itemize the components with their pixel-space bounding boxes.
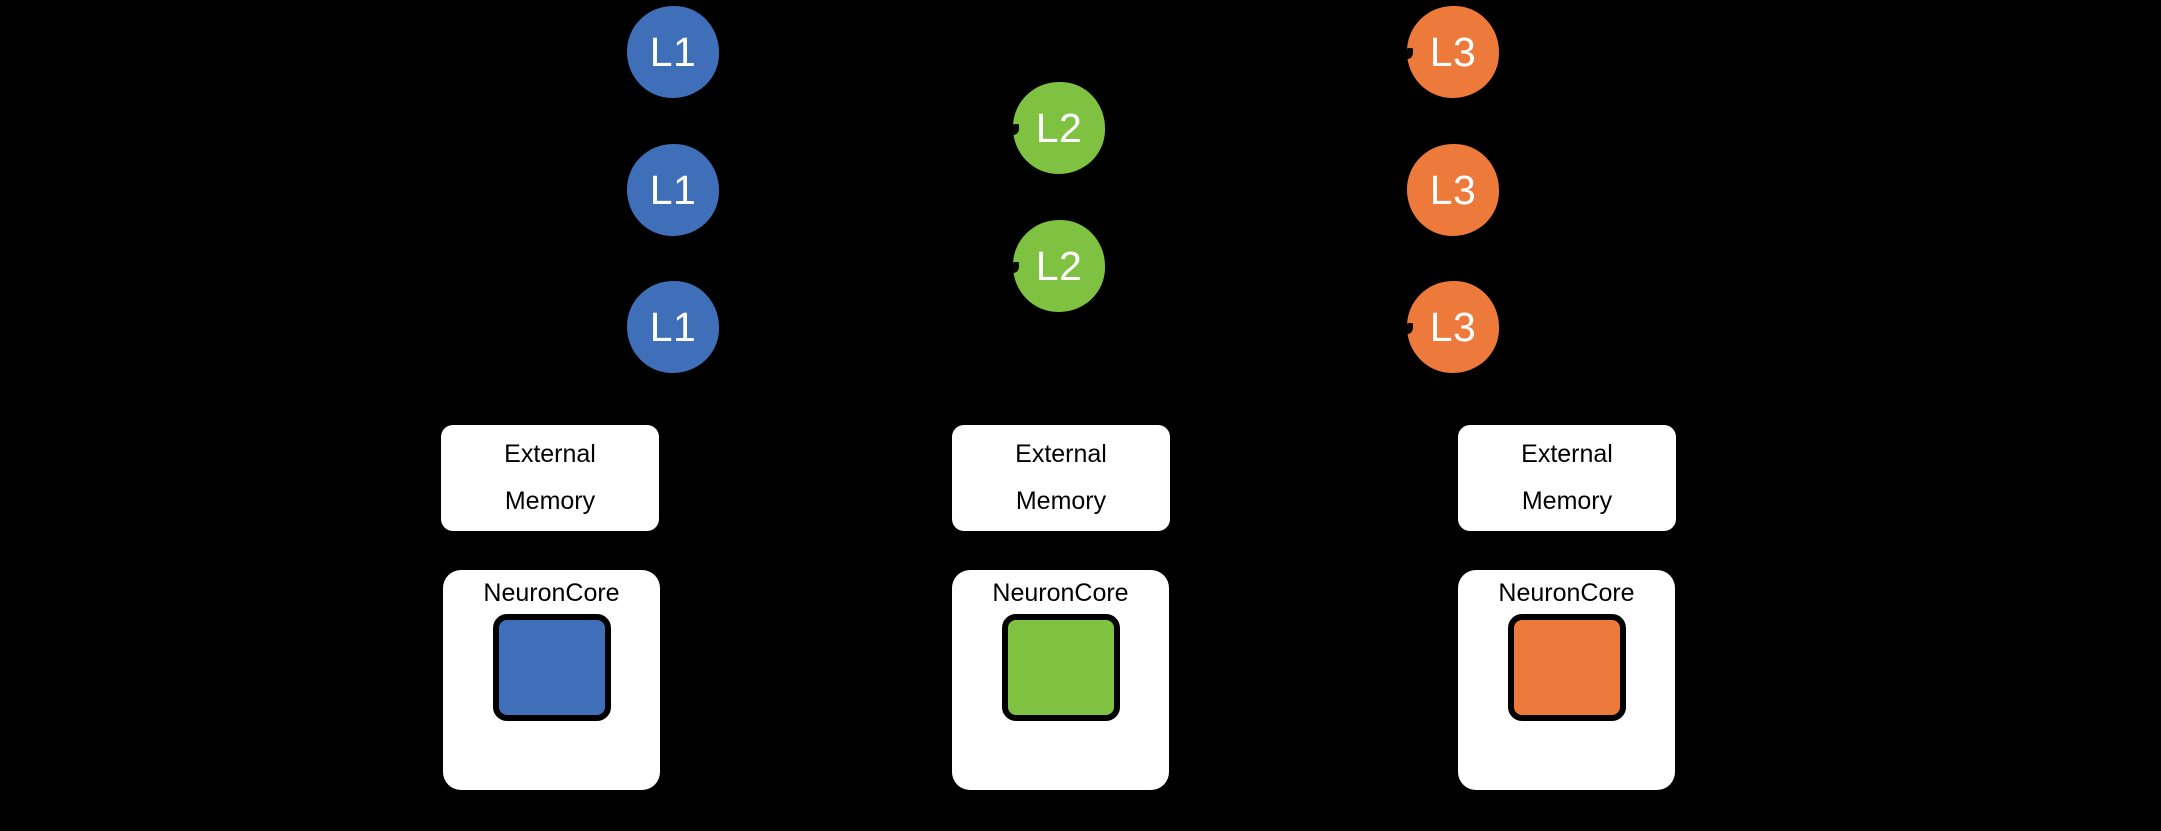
neuroncore-compute-engine [492, 614, 611, 721]
external-memory-label-line1: External [504, 440, 596, 468]
external-memory-label-line2: Memory [504, 487, 596, 515]
layer-node-label: L2 [1035, 242, 1083, 289]
neuroncore-compute-engine [1507, 614, 1626, 721]
external-memory-box-2: External Memory [952, 425, 1170, 531]
layer-node-label: L3 [1429, 166, 1477, 213]
pipeline-column-3: L3 L3 L3 External Memory NeuronCore [1190, 0, 1676, 831]
external-memory-label-line2: Memory [1521, 487, 1613, 515]
layer-node-label: L3 [1429, 303, 1477, 350]
neuroncore-label: NeuronCore [1498, 579, 1635, 607]
neuroncore-box-3: NeuronCore [1458, 570, 1675, 790]
layer-node-l1-b: L1 [627, 144, 719, 236]
layer-node-l2-b: L2 [1010, 220, 1105, 312]
external-memory-box-1: External Memory [441, 425, 659, 531]
external-memory-label-line1: External [1015, 440, 1107, 468]
layer-node-l1-a: L1 [627, 6, 719, 98]
neuroncore-box-2: NeuronCore [952, 570, 1169, 790]
layer-node-l3-b: L3 [1407, 144, 1499, 236]
layer-node-label: L1 [649, 28, 697, 75]
pipeline-column-2: L2 L2 External Memory NeuronCore [790, 0, 1170, 831]
layer-node-label: L1 [649, 166, 697, 213]
layer-node-l2-a: L2 [1010, 82, 1105, 174]
external-memory-label-line1: External [1521, 440, 1613, 468]
layer-node-l3-c: L3 [1404, 281, 1499, 373]
layer-node-label: L3 [1429, 28, 1477, 75]
layer-node-label: L1 [649, 303, 697, 350]
layer-node-l1-c: L1 [627, 281, 719, 373]
neuroncore-compute-engine [1001, 614, 1120, 721]
pipeline-column-1: L1 L1 L1 External Memory NeuronCore [405, 0, 719, 831]
neuroncore-label: NeuronCore [992, 579, 1129, 607]
external-memory-box-3: External Memory [1458, 425, 1676, 531]
neuroncore-box-1: NeuronCore [443, 570, 660, 790]
neuroncore-label: NeuronCore [483, 579, 620, 607]
layer-node-l3-a: L3 [1404, 6, 1499, 98]
layer-node-label: L2 [1035, 104, 1083, 151]
external-memory-label-line2: Memory [1015, 487, 1107, 515]
